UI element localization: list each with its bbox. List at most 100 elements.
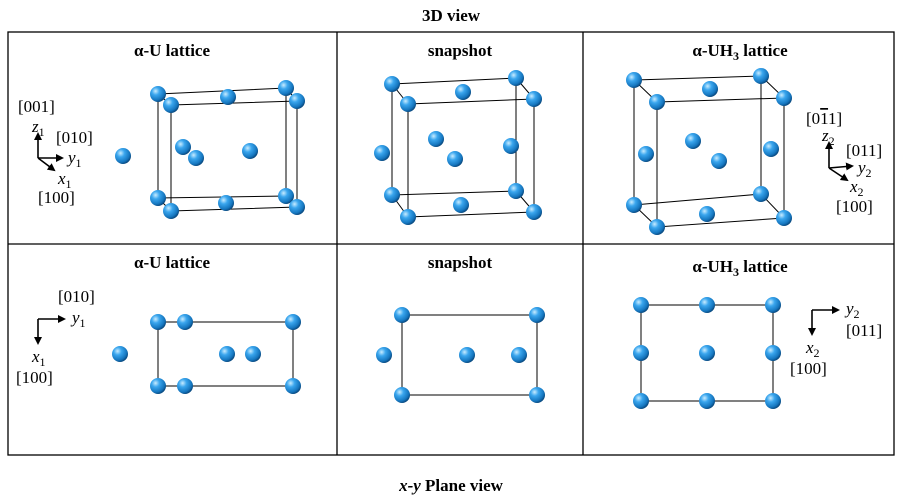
atom: [400, 209, 416, 225]
atom: [188, 150, 204, 166]
atom: [776, 90, 792, 106]
atom: [374, 145, 390, 161]
atom: [177, 314, 193, 330]
axis-x1: x1: [57, 169, 72, 191]
table-grid: [7, 31, 895, 456]
axis-label-001: [001]: [18, 97, 55, 116]
label-alpha-u-plane: α-U lattice: [134, 253, 210, 272]
axis-z1: z1: [31, 117, 45, 139]
atom: [763, 141, 779, 157]
atom: [753, 68, 769, 84]
atom: [526, 204, 542, 220]
axis-label-011-plane: [011]: [846, 321, 882, 340]
atom: [376, 347, 392, 363]
alpha-uh3-3d-atoms: [626, 68, 792, 235]
alpha-u-plane-frame: [157, 321, 294, 387]
axis-x2: x2: [849, 177, 864, 199]
bottom-title: x-y Plane view: [0, 476, 902, 496]
atom: [177, 378, 193, 394]
axis-pair-plane-left: [010] y1 x1 [100]: [16, 287, 95, 387]
atom: [150, 314, 166, 330]
atom: [219, 346, 235, 362]
axis-label-0-1bar-1: [011]: [806, 109, 842, 128]
atom: [685, 133, 701, 149]
atom: [459, 347, 475, 363]
atom: [278, 80, 294, 96]
atom: [175, 139, 191, 155]
label-alpha-u-3d: α-U lattice: [134, 41, 210, 60]
atom: [765, 297, 781, 313]
atom: [447, 151, 463, 167]
atom: [776, 210, 792, 226]
axis-label-011: [011]: [846, 141, 882, 160]
snapshot-3d-atoms: [374, 70, 542, 225]
atom: [150, 86, 166, 102]
atom: [699, 345, 715, 361]
atom: [400, 96, 416, 112]
atom: [289, 199, 305, 215]
atom: [765, 345, 781, 361]
atom: [289, 93, 305, 109]
axis-label-100-plane-right: [100]: [790, 359, 827, 378]
axis-triad-3d-right: [011] z2 [011] y2 x2 [100]: [806, 109, 882, 216]
atom: [394, 307, 410, 323]
label-alpha-uh3-plane: α-UH3 lattice: [692, 257, 788, 279]
atom: [626, 72, 642, 88]
atom: [633, 297, 649, 313]
atom: [278, 188, 294, 204]
label-alpha-uh3-3d: α-UH3 lattice: [692, 41, 788, 63]
atom: [702, 81, 718, 97]
atom: [526, 91, 542, 107]
atom: [633, 345, 649, 361]
atom: [242, 143, 258, 159]
atom: [428, 131, 444, 147]
atom: [626, 197, 642, 213]
atom: [633, 393, 649, 409]
axis-triad-3d-left: [001] z1 [010] y1 x1 [100]: [18, 97, 93, 207]
atom: [384, 76, 400, 92]
atom: [529, 387, 545, 403]
snapshot-plane-frame: [401, 314, 538, 396]
alpha-uh3-plane-atoms: [633, 297, 781, 409]
axis-y1-plane: y1: [70, 308, 86, 330]
atom: [394, 387, 410, 403]
axis-y1: y1: [66, 148, 82, 170]
atom: [112, 346, 128, 362]
atom: [508, 183, 524, 199]
atom: [150, 190, 166, 206]
atom: [638, 146, 654, 162]
atom: [649, 94, 665, 110]
axis-z2: z2: [821, 126, 835, 148]
snapshot-plane-atoms: [376, 307, 545, 403]
atom: [765, 393, 781, 409]
label-snapshot-plane: snapshot: [428, 253, 493, 272]
axis-label-100-right: [100]: [836, 197, 873, 216]
atom: [285, 314, 301, 330]
axis-y2-plane: y2: [844, 299, 860, 321]
atom: [753, 186, 769, 202]
atom: [220, 89, 236, 105]
atom: [699, 297, 715, 313]
atom: [384, 187, 400, 203]
atom: [508, 70, 524, 86]
axis-label-010: [010]: [56, 128, 93, 147]
atom: [218, 195, 234, 211]
axis-label-100-plane: [100]: [16, 368, 53, 387]
atom: [115, 148, 131, 164]
atom: [529, 307, 545, 323]
atom: [699, 393, 715, 409]
atom: [711, 153, 727, 169]
axis-label-010-plane: [010]: [58, 287, 95, 306]
atom: [453, 197, 469, 213]
atom: [699, 206, 715, 222]
axis-label-100: [100]: [38, 188, 75, 207]
atom: [245, 346, 261, 362]
atom: [285, 378, 301, 394]
atom: [163, 97, 179, 113]
axis-x1-plane: x1: [31, 347, 46, 369]
atom: [511, 347, 527, 363]
bottom-title-var: x-y: [399, 476, 421, 495]
atom: [649, 219, 665, 235]
alpha-u-3d-atoms: [115, 80, 305, 219]
